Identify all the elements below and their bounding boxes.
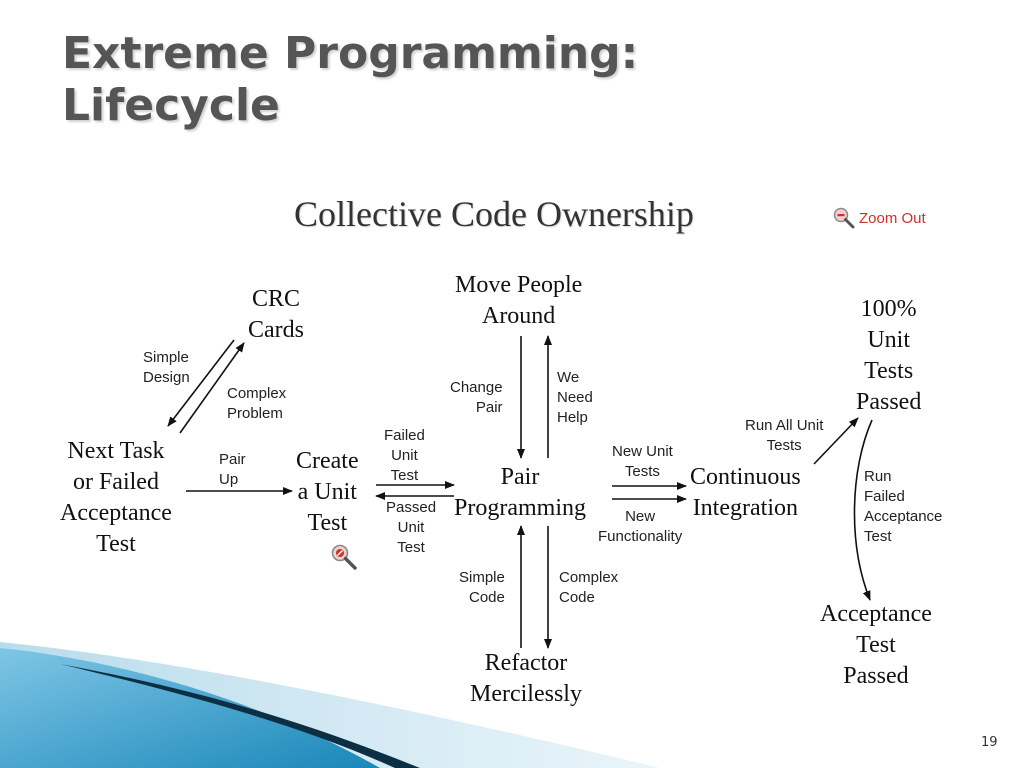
- diagram-title: Collective Code Ownership: [294, 194, 694, 234]
- node-move-people-around: Move People Around: [455, 270, 582, 332]
- node-next-task-line: or Failed: [72, 469, 159, 495]
- edge-run-all-unit-tests: [813, 417, 859, 465]
- label-line: Run: [864, 468, 892, 485]
- label-line: New: [625, 508, 656, 525]
- zoom-out-link[interactable]: Zoom Out: [833, 207, 926, 229]
- label-failed-unit-test: Failed Unit Test: [384, 426, 425, 486]
- node-crc-cards: CRC Cards: [248, 284, 304, 346]
- label-line: Up: [219, 471, 239, 488]
- label-line: Code: [469, 589, 505, 606]
- label-we-need-help: We Need Help: [557, 368, 593, 428]
- swoosh-blue: [0, 648, 380, 768]
- label-line: Simple: [143, 349, 189, 366]
- label-line: Code: [559, 589, 595, 606]
- label-line: Failed: [384, 427, 425, 444]
- label-line: Change: [450, 379, 503, 396]
- label-line: Failed: [864, 488, 905, 505]
- zoom-out-label: Zoom Out: [859, 209, 926, 227]
- node-create-unit-test-line: Test: [307, 510, 348, 536]
- label-line: Unit: [391, 447, 418, 464]
- node-create-unit-test-line: a Unit: [297, 479, 357, 505]
- label-complex-problem: Complex Problem: [227, 384, 286, 424]
- node-unit-tests-line: Tests: [864, 358, 914, 384]
- node-pair-programming-line: Programming: [454, 495, 586, 521]
- label-line: Pair: [219, 451, 246, 468]
- edge-complex-problem: [179, 342, 245, 434]
- label-complex-code: Complex Code: [559, 568, 618, 608]
- label-line: Test: [397, 539, 425, 556]
- label-line: We: [557, 369, 580, 386]
- label-new-unit-tests: New Unit Tests: [612, 442, 673, 482]
- node-ci-line: Integration: [692, 495, 798, 521]
- node-move-people-line: Around: [481, 303, 556, 329]
- node-acceptance-line: Acceptance: [820, 601, 932, 627]
- node-create-unit-test: Create a Unit Test: [296, 446, 359, 539]
- slide-title-line-1: Extreme Programming:: [62, 28, 639, 79]
- edge-simple-design: [167, 339, 235, 427]
- slide-title-line-2: Lifecycle: [62, 80, 280, 131]
- node-next-task: Next Task or Failed Acceptance Test: [60, 436, 172, 560]
- swoosh-dark: [60, 664, 420, 768]
- label-line: Unit: [397, 519, 425, 536]
- node-crc-cards-line: CRC: [251, 286, 301, 312]
- label-passed-unit-test: Passed Unit Test: [386, 498, 436, 558]
- node-acceptance-line: Passed: [843, 663, 909, 689]
- label-line: Help: [557, 409, 588, 426]
- label-line: Complex: [227, 385, 287, 402]
- zoom-icon: [331, 544, 357, 570]
- label-line: Test: [390, 467, 419, 484]
- label-line: Functionality: [598, 528, 683, 545]
- label-line: Test: [864, 528, 892, 545]
- label-line: Problem: [227, 405, 283, 422]
- label-new-functionality: New Functionality: [598, 507, 682, 547]
- label-line: Run All Unit: [745, 417, 824, 434]
- label-line: Tests: [766, 437, 802, 454]
- node-next-task-line: Test: [96, 531, 136, 557]
- edge-run-failed-acceptance: [853, 419, 873, 601]
- node-refactor-mercilessly: Refactor Mercilessly: [470, 648, 582, 710]
- node-acceptance-test-passed: Acceptance Test Passed: [820, 599, 932, 692]
- label-simple-code: Simple Code: [459, 568, 505, 608]
- label-pair-up: Pair Up: [219, 450, 246, 490]
- label-line: Passed: [386, 499, 437, 516]
- node-pair-programming-line: Pair: [500, 464, 540, 490]
- page-number: 19: [981, 735, 998, 750]
- label-line: Design: [143, 369, 190, 386]
- label-line: Acceptance: [864, 508, 943, 525]
- label-line: New Unit: [612, 443, 673, 460]
- node-pair-programming: Pair Programming: [454, 462, 586, 524]
- label-change-pair: Change Pair: [450, 378, 503, 418]
- label-simple-design: Simple Design: [143, 348, 190, 388]
- zoom-icon-button[interactable]: [330, 543, 358, 575]
- node-continuous-integration: Continuous Integration: [690, 462, 801, 524]
- node-next-task-line: Next Task: [67, 438, 165, 464]
- node-acceptance-line: Test: [856, 632, 896, 658]
- node-refactor-line: Mercilessly: [470, 681, 582, 707]
- label-run-failed-acceptance: Run Failed Acceptance Test: [864, 467, 942, 547]
- label-line: Tests: [624, 463, 660, 480]
- node-ci-line: Continuous: [690, 464, 801, 490]
- label-line: Simple: [459, 569, 505, 586]
- node-create-unit-test-line: Create: [296, 448, 359, 474]
- node-move-people-line: Move People: [455, 272, 583, 298]
- node-unit-tests-passed: 100% Unit Tests Passed: [856, 294, 921, 418]
- label-line: Need: [557, 389, 593, 406]
- zoom-out-icon: [833, 207, 855, 229]
- node-unit-tests-line: 100%: [860, 296, 917, 322]
- node-next-task-line: Acceptance: [60, 500, 172, 526]
- label-run-all-unit-tests: Run All Unit Tests: [745, 416, 823, 456]
- node-unit-tests-line: Unit: [867, 327, 910, 353]
- node-refactor-line: Refactor: [484, 650, 568, 676]
- label-line: Complex: [559, 569, 619, 586]
- slide-title: Extreme Programming: Lifecycle: [62, 28, 762, 132]
- node-unit-tests-line: Passed: [856, 389, 922, 415]
- node-crc-cards-line: Cards: [248, 317, 304, 343]
- label-line: Pair: [475, 399, 503, 416]
